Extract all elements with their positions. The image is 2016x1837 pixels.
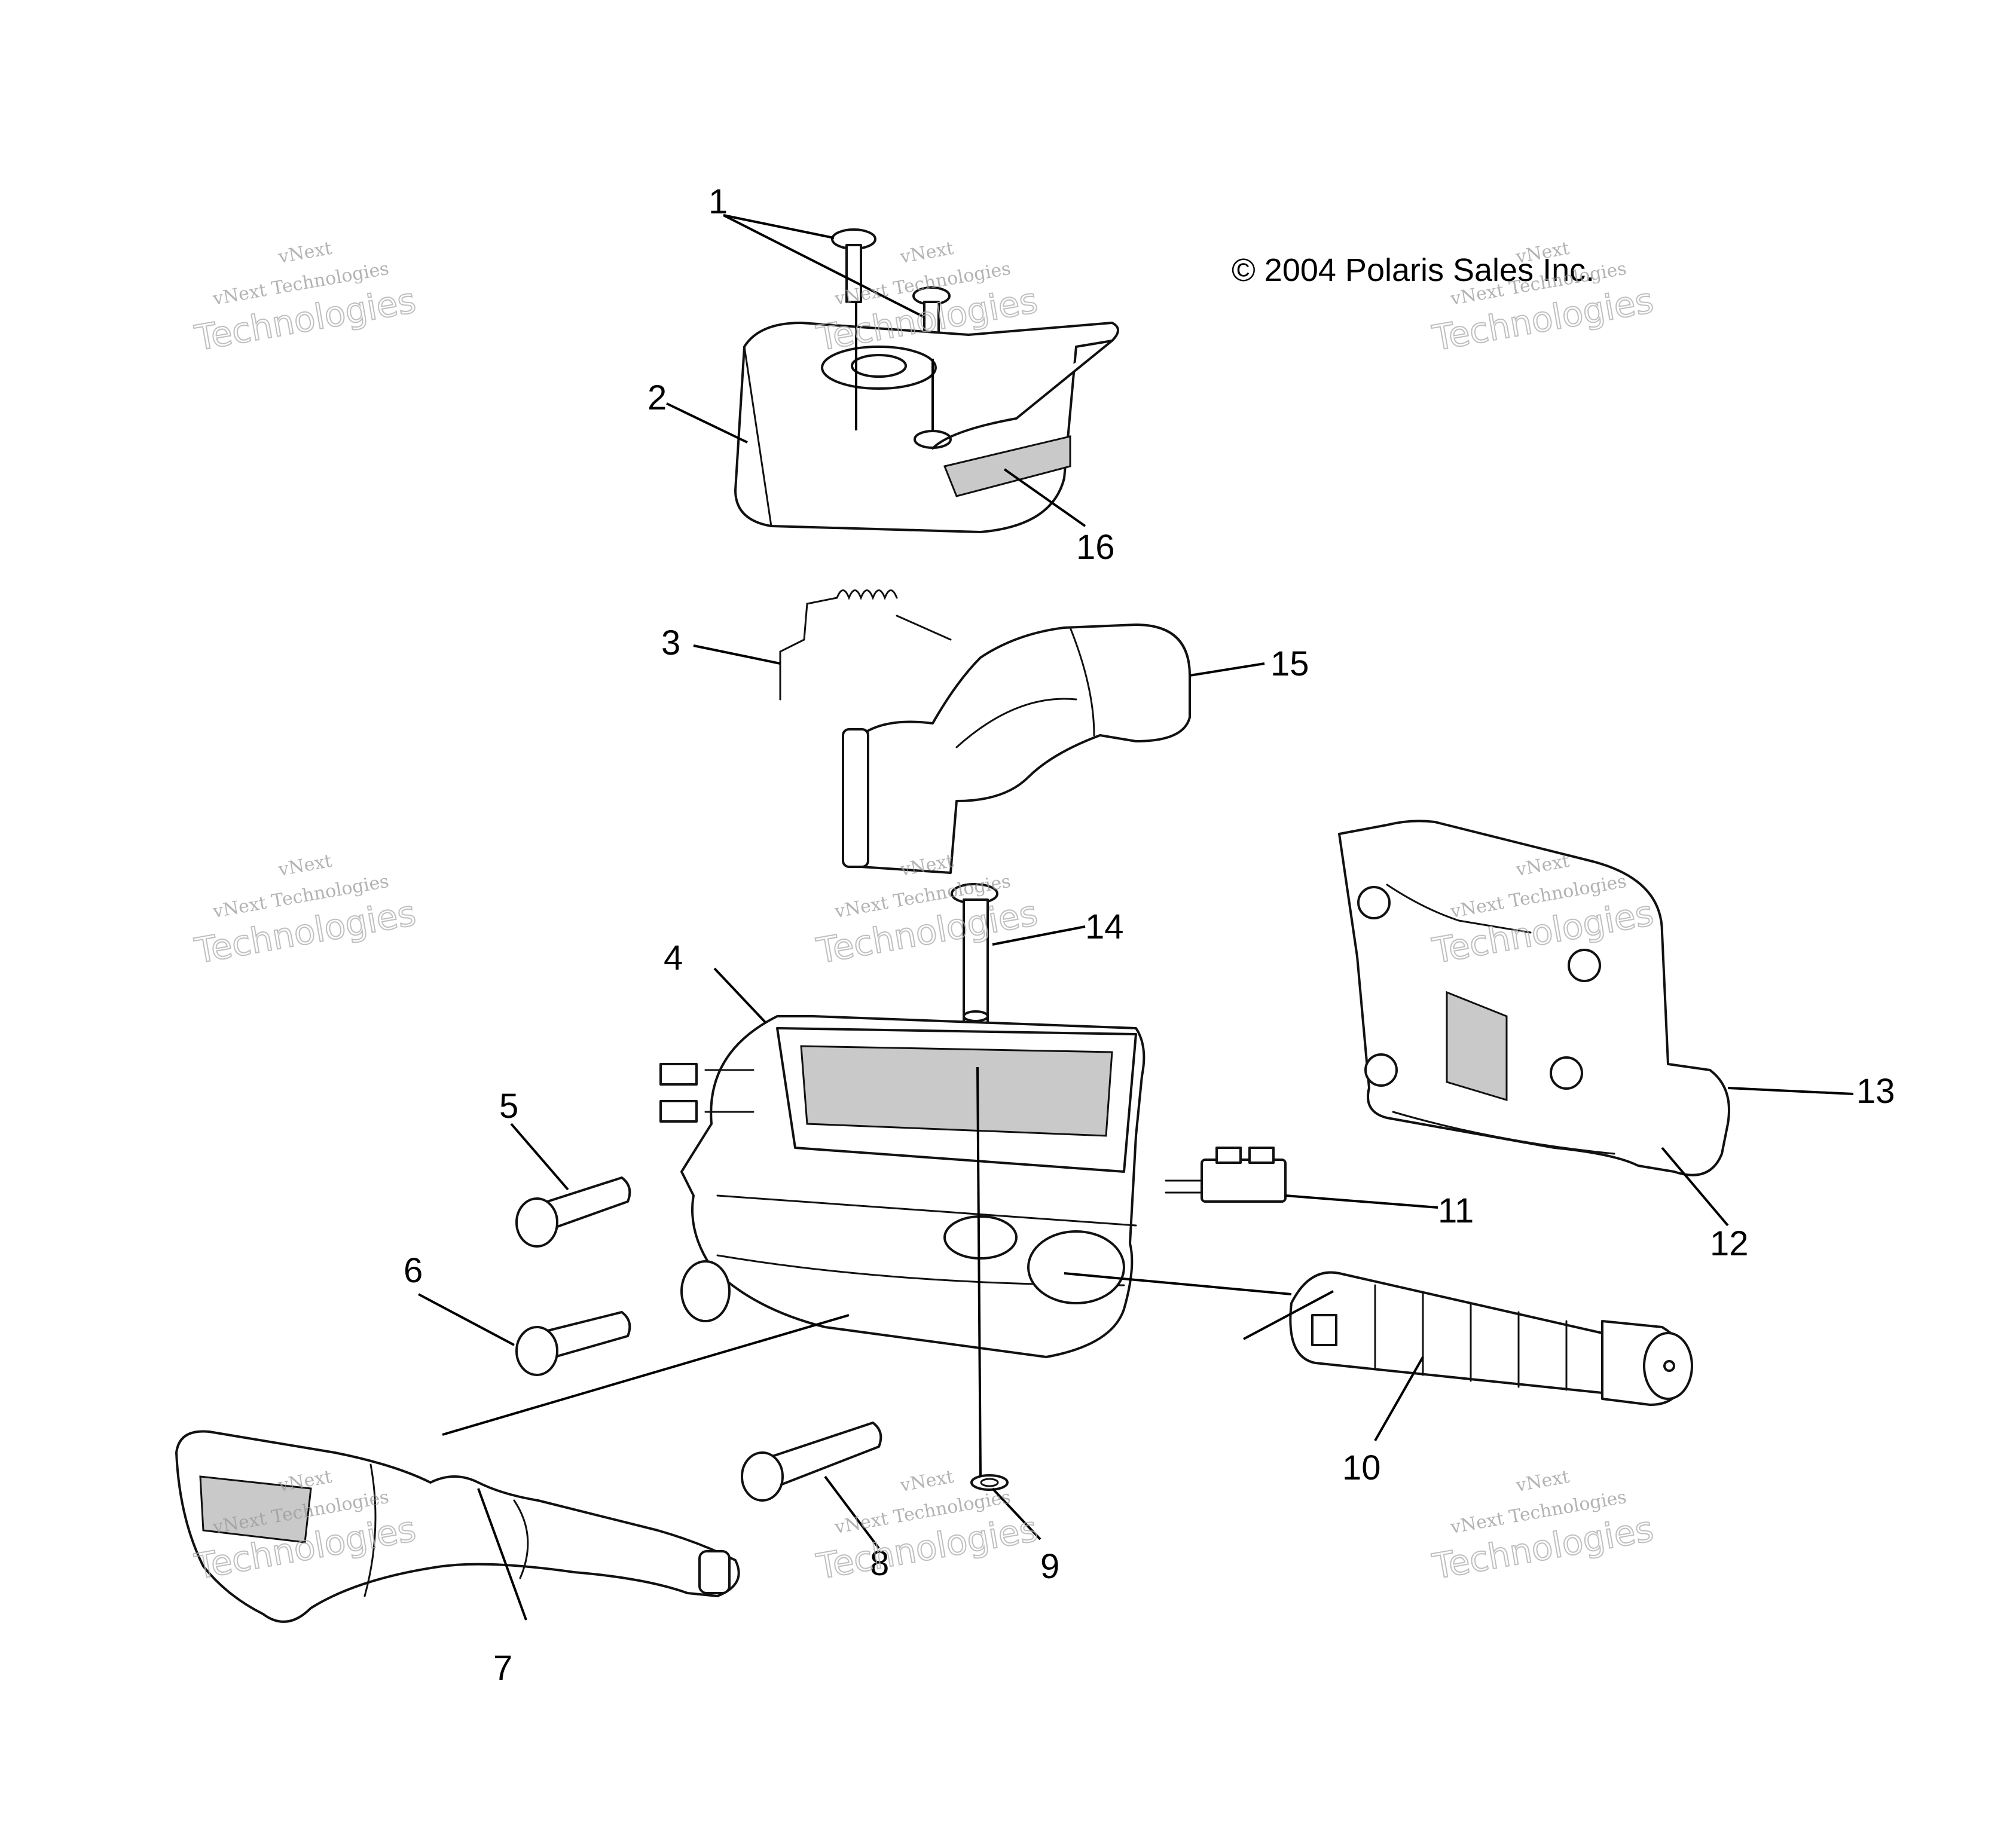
callout-16: 16 [1076, 528, 1115, 567]
callout-4: 4 [664, 939, 683, 977]
callout-13: 13 [1856, 1072, 1895, 1111]
watermark: vNext vNext Technologies Technologies [191, 851, 420, 972]
svg-text:vNext: vNext [898, 1466, 955, 1496]
part-6-pin [515, 1311, 631, 1376]
callout-9: 9 [1040, 1547, 1059, 1586]
leader-lines [418, 214, 1854, 1621]
callout-14: 14 [1085, 907, 1124, 946]
watermark: vNext vNext Technologies Technologies [813, 851, 1041, 972]
guide-lines [442, 302, 1334, 1477]
watermark: vNext vNext Technologies Technologies [813, 1466, 1041, 1588]
callout-7: 7 [493, 1649, 512, 1688]
callout-1: 1 [708, 182, 728, 221]
part-3-spring [779, 589, 952, 701]
part-7-brake-lever [175, 1430, 740, 1623]
callout-12: 12 [1710, 1224, 1749, 1263]
callout-15: 15 [1270, 644, 1309, 683]
part-8-pin [741, 1422, 882, 1502]
callout-10: 10 [1342, 1448, 1381, 1487]
callout-2: 2 [647, 378, 667, 417]
part-12-housing-cover [1392, 1111, 1615, 1155]
part-11-switch [1165, 1147, 1287, 1203]
callouts: 1 2 3 4 5 6 7 8 9 10 11 12 13 14 15 16 [404, 182, 1895, 1688]
watermark: vNext vNext Technologies Technologies [1429, 238, 1657, 359]
part-10-plunger [1289, 1271, 1693, 1406]
part-9-washer [970, 1474, 1009, 1491]
part-2-top-cover [734, 322, 1119, 533]
callout-5: 5 [499, 1087, 518, 1126]
callout-3: 3 [661, 623, 680, 662]
svg-text:vNext: vNext [1514, 1466, 1571, 1496]
part-5-pin [515, 1176, 631, 1248]
watermark: vNext vNext Technologies Technologies [1429, 1466, 1657, 1588]
callout-11: 11 [1438, 1191, 1474, 1230]
callout-6: 6 [404, 1251, 423, 1290]
watermark: vNext vNext Technologies Technologies [191, 238, 420, 359]
copyright-notice: © 2004 Polaris Sales Inc. [1232, 252, 1595, 288]
callout-8: 8 [870, 1544, 889, 1583]
svg-text:vNext: vNext [276, 238, 334, 268]
part-4-main-housing [659, 1015, 1146, 1358]
svg-text:vNext: vNext [276, 851, 334, 881]
svg-text:vNext: vNext [898, 238, 955, 268]
part-13-rear-housing [1338, 820, 1730, 1176]
part-15-throttle-lever [842, 623, 1191, 874]
